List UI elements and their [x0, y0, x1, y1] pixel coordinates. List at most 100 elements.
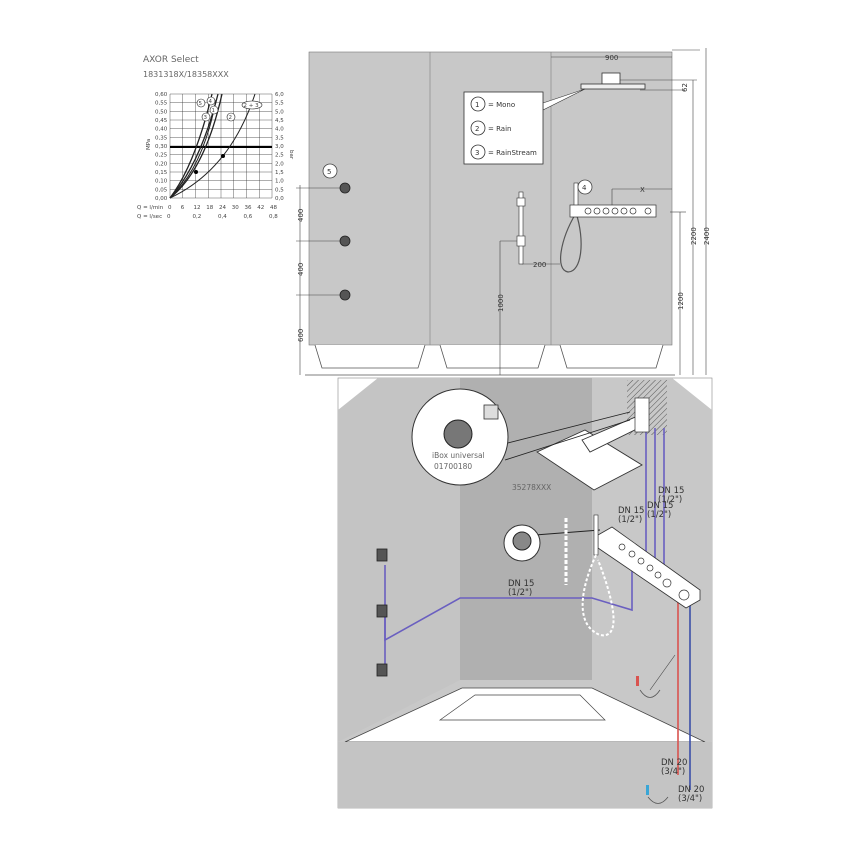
legend-number-icon [470, 120, 486, 136]
dim-600: 600 [297, 329, 305, 342]
left-tick-label: 0,10 [155, 179, 168, 185]
pipe-size: (1/2") [508, 588, 532, 598]
right-tick-label: 1,0 [275, 179, 284, 185]
supply-label: DN 20 [678, 785, 704, 795]
legend-label: = Rain [488, 125, 511, 133]
dim-62: 62 [681, 83, 689, 92]
pipe-size: (1/2") [618, 515, 642, 525]
left-tick-label: 0,30 [155, 144, 168, 150]
x-tick-lsec: 0,6 [244, 214, 253, 220]
supply-size: (3/4") [661, 767, 685, 777]
curve-label: 5 [199, 101, 203, 107]
x-tick-lmin: 36 [245, 205, 252, 211]
curve-label: 2 [229, 115, 233, 121]
control-button [593, 207, 601, 215]
supply-size: (3/4") [678, 794, 702, 804]
dim-400-upper: 400 [297, 209, 305, 222]
control-button [620, 207, 628, 215]
left-tick-label: 0,35 [155, 135, 168, 141]
body-jet-icon [376, 548, 388, 562]
pipe-label: DN 15 [508, 579, 534, 589]
body-jet-icon [339, 182, 351, 194]
right-tick-label: 6,0 [275, 92, 284, 98]
ibox-label: iBox universal [432, 451, 485, 460]
body-jet-icon [339, 289, 351, 301]
ibox-number: 01700180 [434, 462, 472, 471]
shower-rail [518, 191, 524, 265]
right-tick-label: 2,0 [275, 161, 284, 167]
dim-2200: 2200 [690, 227, 698, 245]
supply-label: DN 20 [661, 758, 687, 768]
legend-number: 1 [475, 101, 479, 109]
dim-200: 200 [533, 261, 546, 269]
x-tick-lmin: 6 [181, 205, 185, 211]
control-button [584, 207, 592, 215]
pipe-label: DN 15 [618, 506, 644, 516]
pipe-size: (1/2") [647, 510, 671, 520]
callout-4: 4 [582, 184, 587, 192]
right-tick-label: 5,5 [275, 101, 284, 107]
right-tick-label: 3,0 [275, 144, 284, 150]
left-tick-label: 0,40 [155, 127, 168, 133]
x-label-lsec: Q = l/sec [137, 214, 162, 220]
left-tick-label: 0,55 [155, 101, 168, 107]
left-tick-label: 0,15 [155, 170, 168, 176]
x-tick-lmin: 18 [206, 205, 213, 211]
legend-label: = Mono [488, 101, 515, 109]
head-shower-number: 35278XXX [512, 483, 551, 492]
overhead-shower [580, 83, 646, 90]
legend-number-icon [470, 96, 486, 112]
curve-2 [169, 93, 256, 199]
hand-shower [593, 514, 599, 556]
dim-1000: 1000 [497, 294, 505, 312]
legend-number: 3 [475, 149, 479, 157]
dim-2400: 2400 [703, 227, 711, 245]
dim-900: 900 [605, 54, 618, 62]
control-button [629, 207, 637, 215]
left-tick-label: 0,00 [155, 196, 168, 202]
right-tick-label: 5,0 [275, 109, 284, 115]
curve-label: 4 [209, 99, 213, 105]
pipe-size: (1/2") [658, 495, 682, 505]
right-tick-label: 3,5 [275, 135, 284, 141]
overhead-shower [536, 429, 643, 491]
shower-hose [560, 212, 582, 273]
x-tick-lsec: 0,2 [193, 214, 202, 220]
right-tick-label: 4,0 [275, 127, 284, 133]
article-numbers: 1831318X/18358XXX [143, 70, 229, 79]
hot-water-icon [636, 676, 661, 698]
curve-label: 2 + 3 [244, 103, 260, 109]
body-jet-icon [376, 663, 388, 677]
right-tick-label: 2,5 [275, 153, 284, 159]
cold-water-icon [646, 785, 669, 804]
control-button [611, 207, 619, 215]
x-tick-lmin: 42 [257, 205, 264, 211]
pipe-label: DN 15 [658, 486, 684, 496]
x-tick-lsec: 0,8 [269, 214, 278, 220]
pipe-label: DN 15 [647, 501, 673, 511]
operating-point [194, 170, 198, 174]
ibox-icon [443, 419, 473, 449]
left-tick-label: 0,05 [155, 187, 168, 193]
curve-label: 1 [212, 108, 216, 114]
legend-number-icon [470, 144, 486, 160]
left-tick-label: 0,20 [155, 161, 168, 167]
x-tick-lmin: 12 [194, 205, 201, 211]
left-tick-label: 0,45 [155, 118, 168, 124]
body-jet-icon [339, 235, 351, 247]
control-button [644, 207, 652, 215]
control-button [602, 207, 610, 215]
flow-rate-chart: 0,000,050,100,150,200,250,300,350,400,45… [137, 92, 294, 220]
right-tick-label: 4,5 [275, 118, 284, 124]
perspective-view: iBox universal 01700180 35278XXX DN 15(1… [337, 377, 713, 809]
right-tick-label: 0,0 [275, 196, 284, 202]
dim-1200: 1200 [677, 292, 685, 310]
x-tick-lmin: 24 [219, 205, 226, 211]
shower-hose [581, 554, 615, 637]
dim-x: X [640, 186, 645, 194]
legend-label: = RainStream [488, 149, 537, 157]
curve-label: 3 [204, 115, 208, 121]
left-tick-label: 0,50 [155, 109, 168, 115]
x-tick-lsec: 0,4 [218, 214, 227, 220]
